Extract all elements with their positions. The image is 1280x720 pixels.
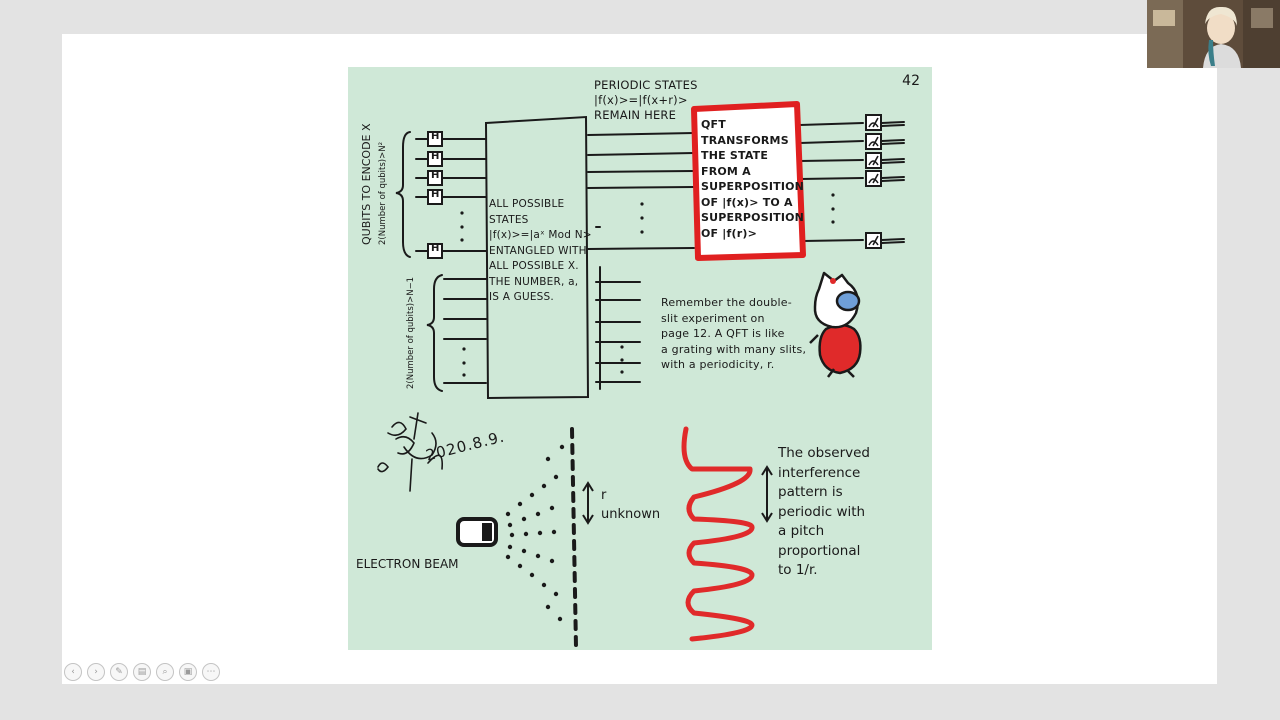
prev-icon[interactable]: ‹ [64,663,82,681]
comic-page: 42 PERIODIC STATES |f(x)>=|f(x+r)> REMAI… [348,67,932,650]
page-number: 42 [902,73,920,89]
qubits-label: QUBITS TO ENCODE X [360,123,373,245]
qubits-count: 2(Number of qubits)>N² [378,142,388,245]
pen-icon[interactable]: ✎ [110,663,128,681]
h-gate-label: H [431,189,440,200]
periodic-states-text: PERIODIC STATES |f(x)>=|f(x+r)> REMAIN H… [594,78,698,122]
r-unknown-label: r unknown [601,488,661,522]
qft-description: QFT TRANSFORMS THE STATE FROM A SUPERPOS… [701,118,805,240]
zoom-icon[interactable]: ⌕ [156,663,174,681]
h-gate-label: H [431,151,440,162]
next-icon[interactable]: › [87,663,105,681]
qft-box-border [691,101,806,261]
interference-wave [681,426,755,642]
page-drawing [377,101,905,649]
all-states-text: ALL POSSIBLE STATES |f(x)>=|aˣ Mod N> EN… [489,198,592,303]
presenter-icon[interactable]: ▣ [179,663,197,681]
h-gate-label: H [431,170,440,181]
remember-note: Remember the double- slit experiment on … [661,296,807,371]
lower-qubits-count: 2(Number of qubits)>N−1 [406,276,416,389]
webcam-thumbnail [1147,0,1280,68]
h-gate-label: H [431,131,440,142]
observed-note: The observed interference pattern is per… [778,445,870,578]
h-gate-label: H [431,243,440,254]
slide-toolbar: ‹ › ✎ ▤ ⌕ ▣ ⋯ [64,663,220,681]
electron-beam-label: ELECTRON BEAM [356,557,459,571]
webcam-feed [1147,0,1280,68]
slides-icon[interactable]: ▤ [133,663,151,681]
more-icon[interactable]: ⋯ [202,663,220,681]
